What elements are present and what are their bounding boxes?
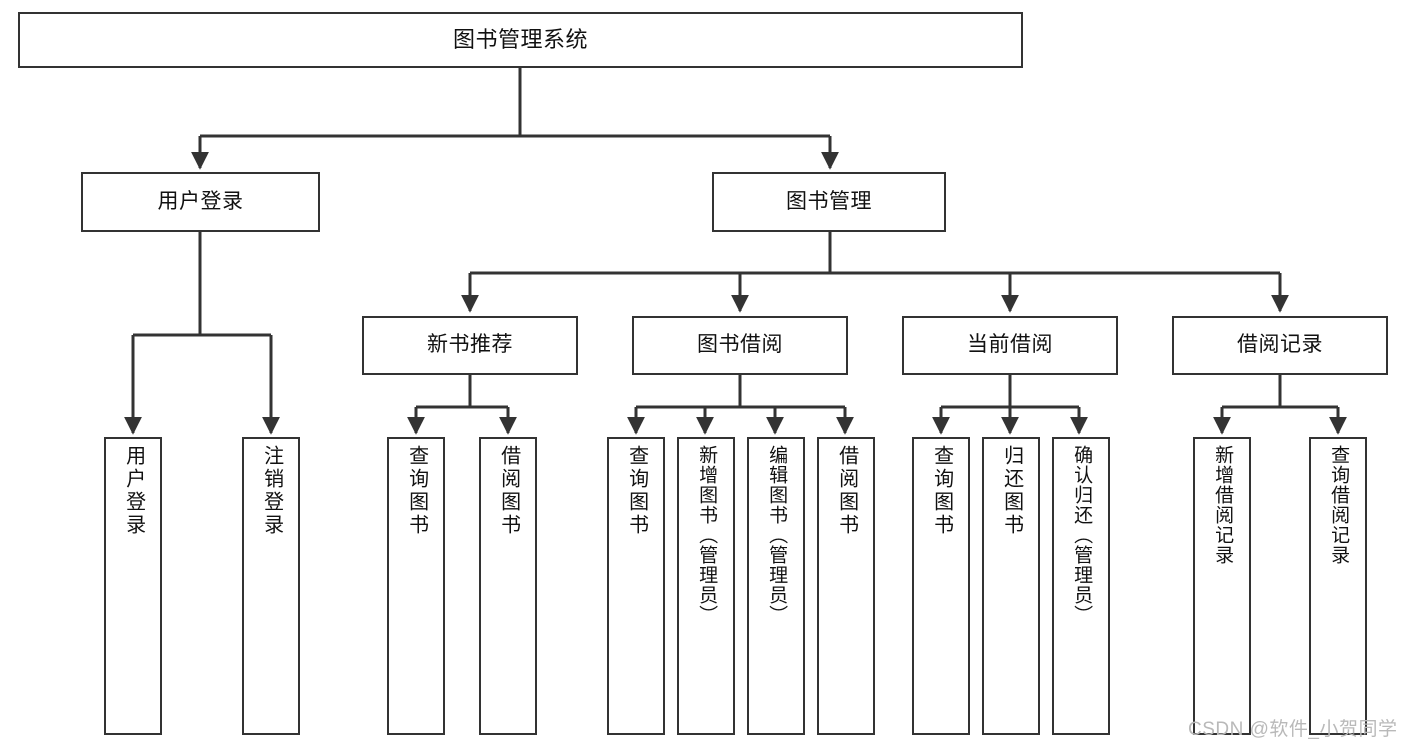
node-label: 用户登录 — [157, 189, 244, 213]
node-label: 借阅记录 — [1237, 333, 1323, 357]
node-label: 当前借阅 — [967, 333, 1053, 357]
leaf-user-login-logout[interactable]: 注销登录 — [242, 437, 300, 735]
node-label: 新书推荐 — [427, 333, 513, 357]
leaf-book-borrow-add-book-admin[interactable]: 新增图书（管理员） — [677, 437, 735, 735]
leaf-book-borrow-borrow-book[interactable]: 借阅图书 — [817, 437, 875, 735]
leaf-borrow-record-query-record[interactable]: 查询借阅记录 — [1309, 437, 1367, 735]
leaf-new-book-borrow-book[interactable]: 借阅图书 — [479, 437, 537, 735]
node-borrow-record[interactable]: 借阅记录 — [1172, 316, 1388, 375]
node-label: 查询图书 — [405, 445, 428, 537]
leaf-user-login-login[interactable]: 用户登录 — [104, 437, 162, 735]
node-new-book-recommend[interactable]: 新书推荐 — [362, 316, 578, 375]
leaf-current-borrow-confirm-return-admin[interactable]: 确认归还（管理员） — [1052, 437, 1110, 735]
leaf-new-book-query-book[interactable]: 查询图书 — [387, 437, 445, 735]
node-label: 注销登录 — [260, 445, 283, 537]
node-label: 编辑图书（管理员） — [766, 445, 788, 625]
leaf-book-borrow-edit-book-admin[interactable]: 编辑图书（管理员） — [747, 437, 805, 735]
node-label: 图书借阅 — [697, 333, 783, 357]
node-root-book-management-system[interactable]: 图书管理系统 — [18, 12, 1023, 68]
node-label: 图书管理 — [786, 189, 872, 213]
node-label: 借阅图书 — [497, 445, 520, 537]
leaf-current-borrow-return-book[interactable]: 归还图书 — [982, 437, 1040, 735]
node-label: 确认归还（管理员） — [1071, 445, 1093, 625]
node-label: 归还图书 — [1000, 445, 1023, 537]
node-book-management[interactable]: 图书管理 — [712, 172, 946, 232]
leaf-book-borrow-query-book[interactable]: 查询图书 — [607, 437, 665, 735]
node-label: 图书管理系统 — [452, 27, 588, 53]
node-label: 新增借阅记录 — [1212, 445, 1234, 565]
node-label: 查询图书 — [930, 445, 953, 537]
node-label: 借阅图书 — [835, 445, 858, 537]
node-label: 查询借阅记录 — [1328, 445, 1350, 565]
node-label: 用户登录 — [122, 445, 145, 537]
node-label: 查询图书 — [625, 445, 648, 537]
node-book-borrow[interactable]: 图书借阅 — [632, 316, 848, 375]
node-current-borrow[interactable]: 当前借阅 — [902, 316, 1118, 375]
node-user-login[interactable]: 用户登录 — [81, 172, 320, 232]
leaf-borrow-record-add-record[interactable]: 新增借阅记录 — [1193, 437, 1251, 735]
node-label: 新增图书（管理员） — [696, 445, 718, 625]
leaf-current-borrow-query-book[interactable]: 查询图书 — [912, 437, 970, 735]
